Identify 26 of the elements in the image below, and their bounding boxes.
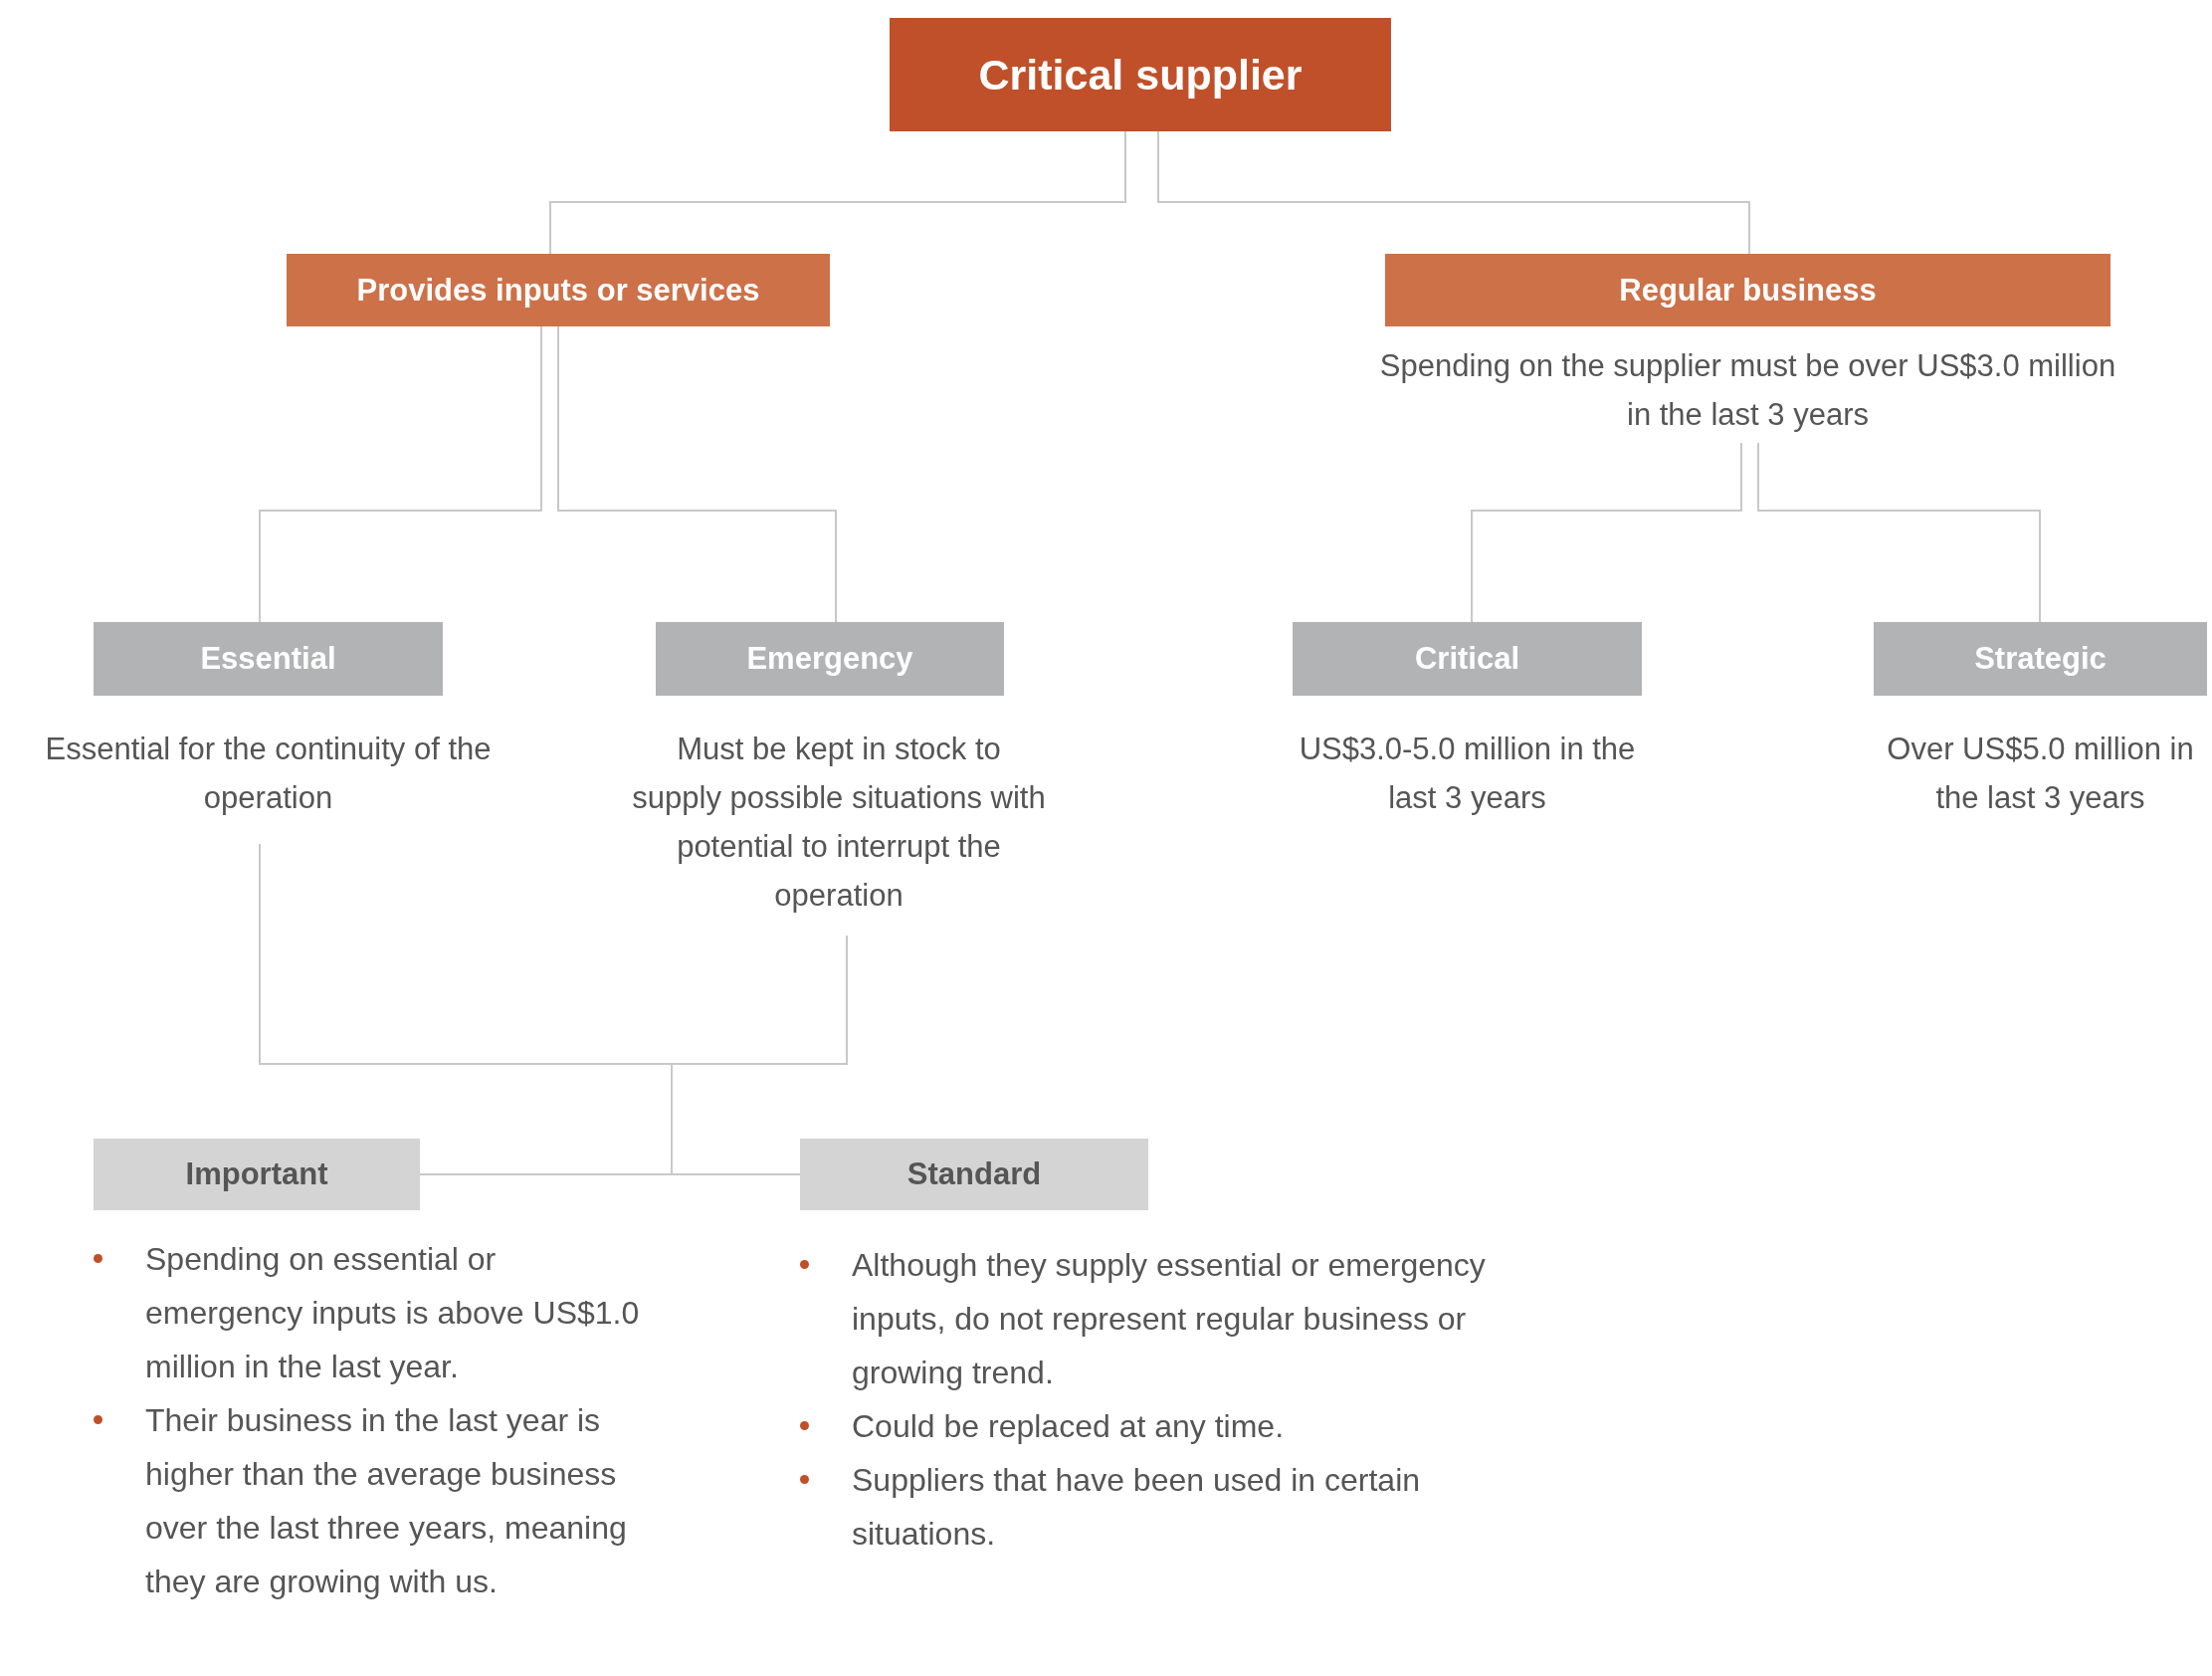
header-text: Strategic	[1974, 641, 2107, 677]
header-text: Regular business	[1619, 272, 1877, 309]
connector-line	[259, 325, 542, 623]
connector-line	[671, 935, 848, 1175]
bullet-text: Their business in the last year is higher than the average business over the last three years, meaning they are growing with us.	[145, 1402, 627, 1599]
header-text: Critical	[1414, 641, 1520, 677]
header-text: Important	[185, 1156, 328, 1192]
header-text: Emergency	[746, 641, 913, 677]
bullet-text: Spending on essential or emergency inputs is above US$1.0 million in the last year.	[145, 1241, 640, 1384]
connector-line	[557, 325, 837, 623]
description-text: Must be kept in stock to supply possible situations with potential to interrupt the operation	[631, 731, 1047, 915]
description-text: US$3.0-5.0 million in the last 3 years	[1298, 731, 1637, 817]
header-text: Provides inputs or services	[356, 272, 760, 309]
header-text: Critical supplier	[978, 50, 1303, 100]
description-text: Essential for the continuity of the operation	[44, 731, 493, 817]
connector-line	[1471, 442, 1742, 623]
bullet-text: Could be replaced at any time.	[852, 1408, 1285, 1444]
header-text: Essential	[200, 641, 336, 677]
description-text: Spending on the supplier must be over US$3.0 million in the last 3 years	[1378, 347, 2117, 434]
header-text: Standard	[906, 1156, 1042, 1192]
connector-line	[1757, 442, 2041, 623]
bullet-text: Although they supply essential or emergency inputs, do not represent regular business or growing trend.	[852, 1247, 1486, 1390]
connector-line	[549, 130, 1126, 255]
description-text: Over US$5.0 million in the last 3 years	[1886, 731, 2195, 817]
connector-line	[1157, 130, 1750, 255]
bullet-text: Suppliers that have been used in certain situations.	[852, 1462, 1421, 1552]
